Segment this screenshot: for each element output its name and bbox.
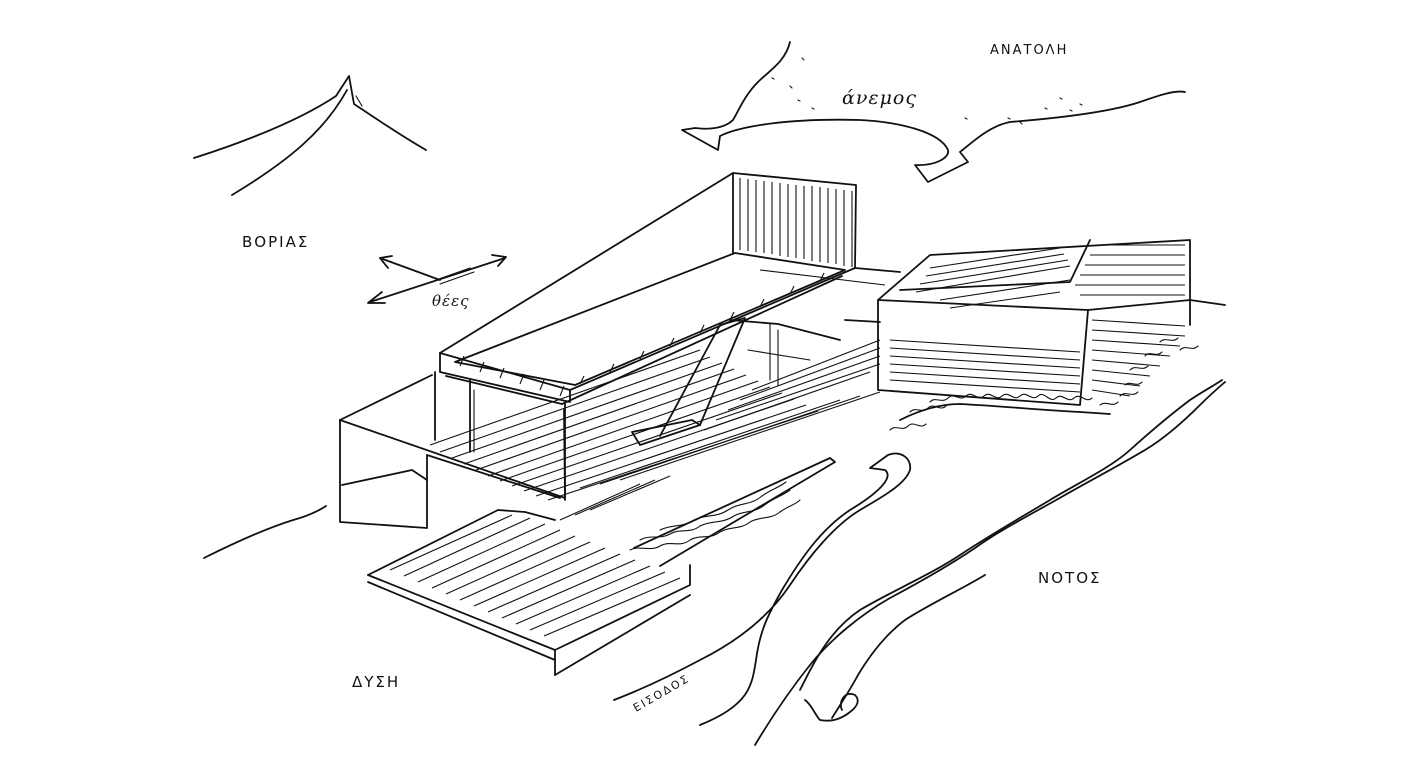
upper-long-volume (434, 172, 857, 501)
label-east: ΑΝΑΤΟΛΗ (990, 43, 1068, 58)
terrain-contours (203, 379, 1226, 746)
entrance-platform (367, 457, 836, 676)
label-wind: άνεμος (842, 87, 917, 109)
entrance-platform-hatching (389, 475, 681, 637)
planter-vegetation (629, 481, 801, 551)
terrace-deck-hatching (429, 269, 886, 501)
lower-base-volume (339, 374, 566, 529)
label-west: ΔΥΣΗ (352, 673, 400, 691)
wind-arrow (681, 41, 1186, 183)
shrubs-east (889, 337, 1199, 431)
label-south: ΝΟΤΟΣ (1038, 569, 1101, 587)
label-views: θέες (432, 292, 470, 310)
east-volume-hatching (889, 244, 1186, 397)
label-entrance: ΕΙΣΟΔΟΣ (631, 672, 692, 715)
views-double-arrow (367, 254, 507, 304)
ramp (631, 317, 841, 446)
label-north: ΒΟΡΙΑΣ (242, 233, 309, 251)
mountain-outline (193, 75, 427, 196)
upper-volume-hatching (459, 178, 853, 397)
